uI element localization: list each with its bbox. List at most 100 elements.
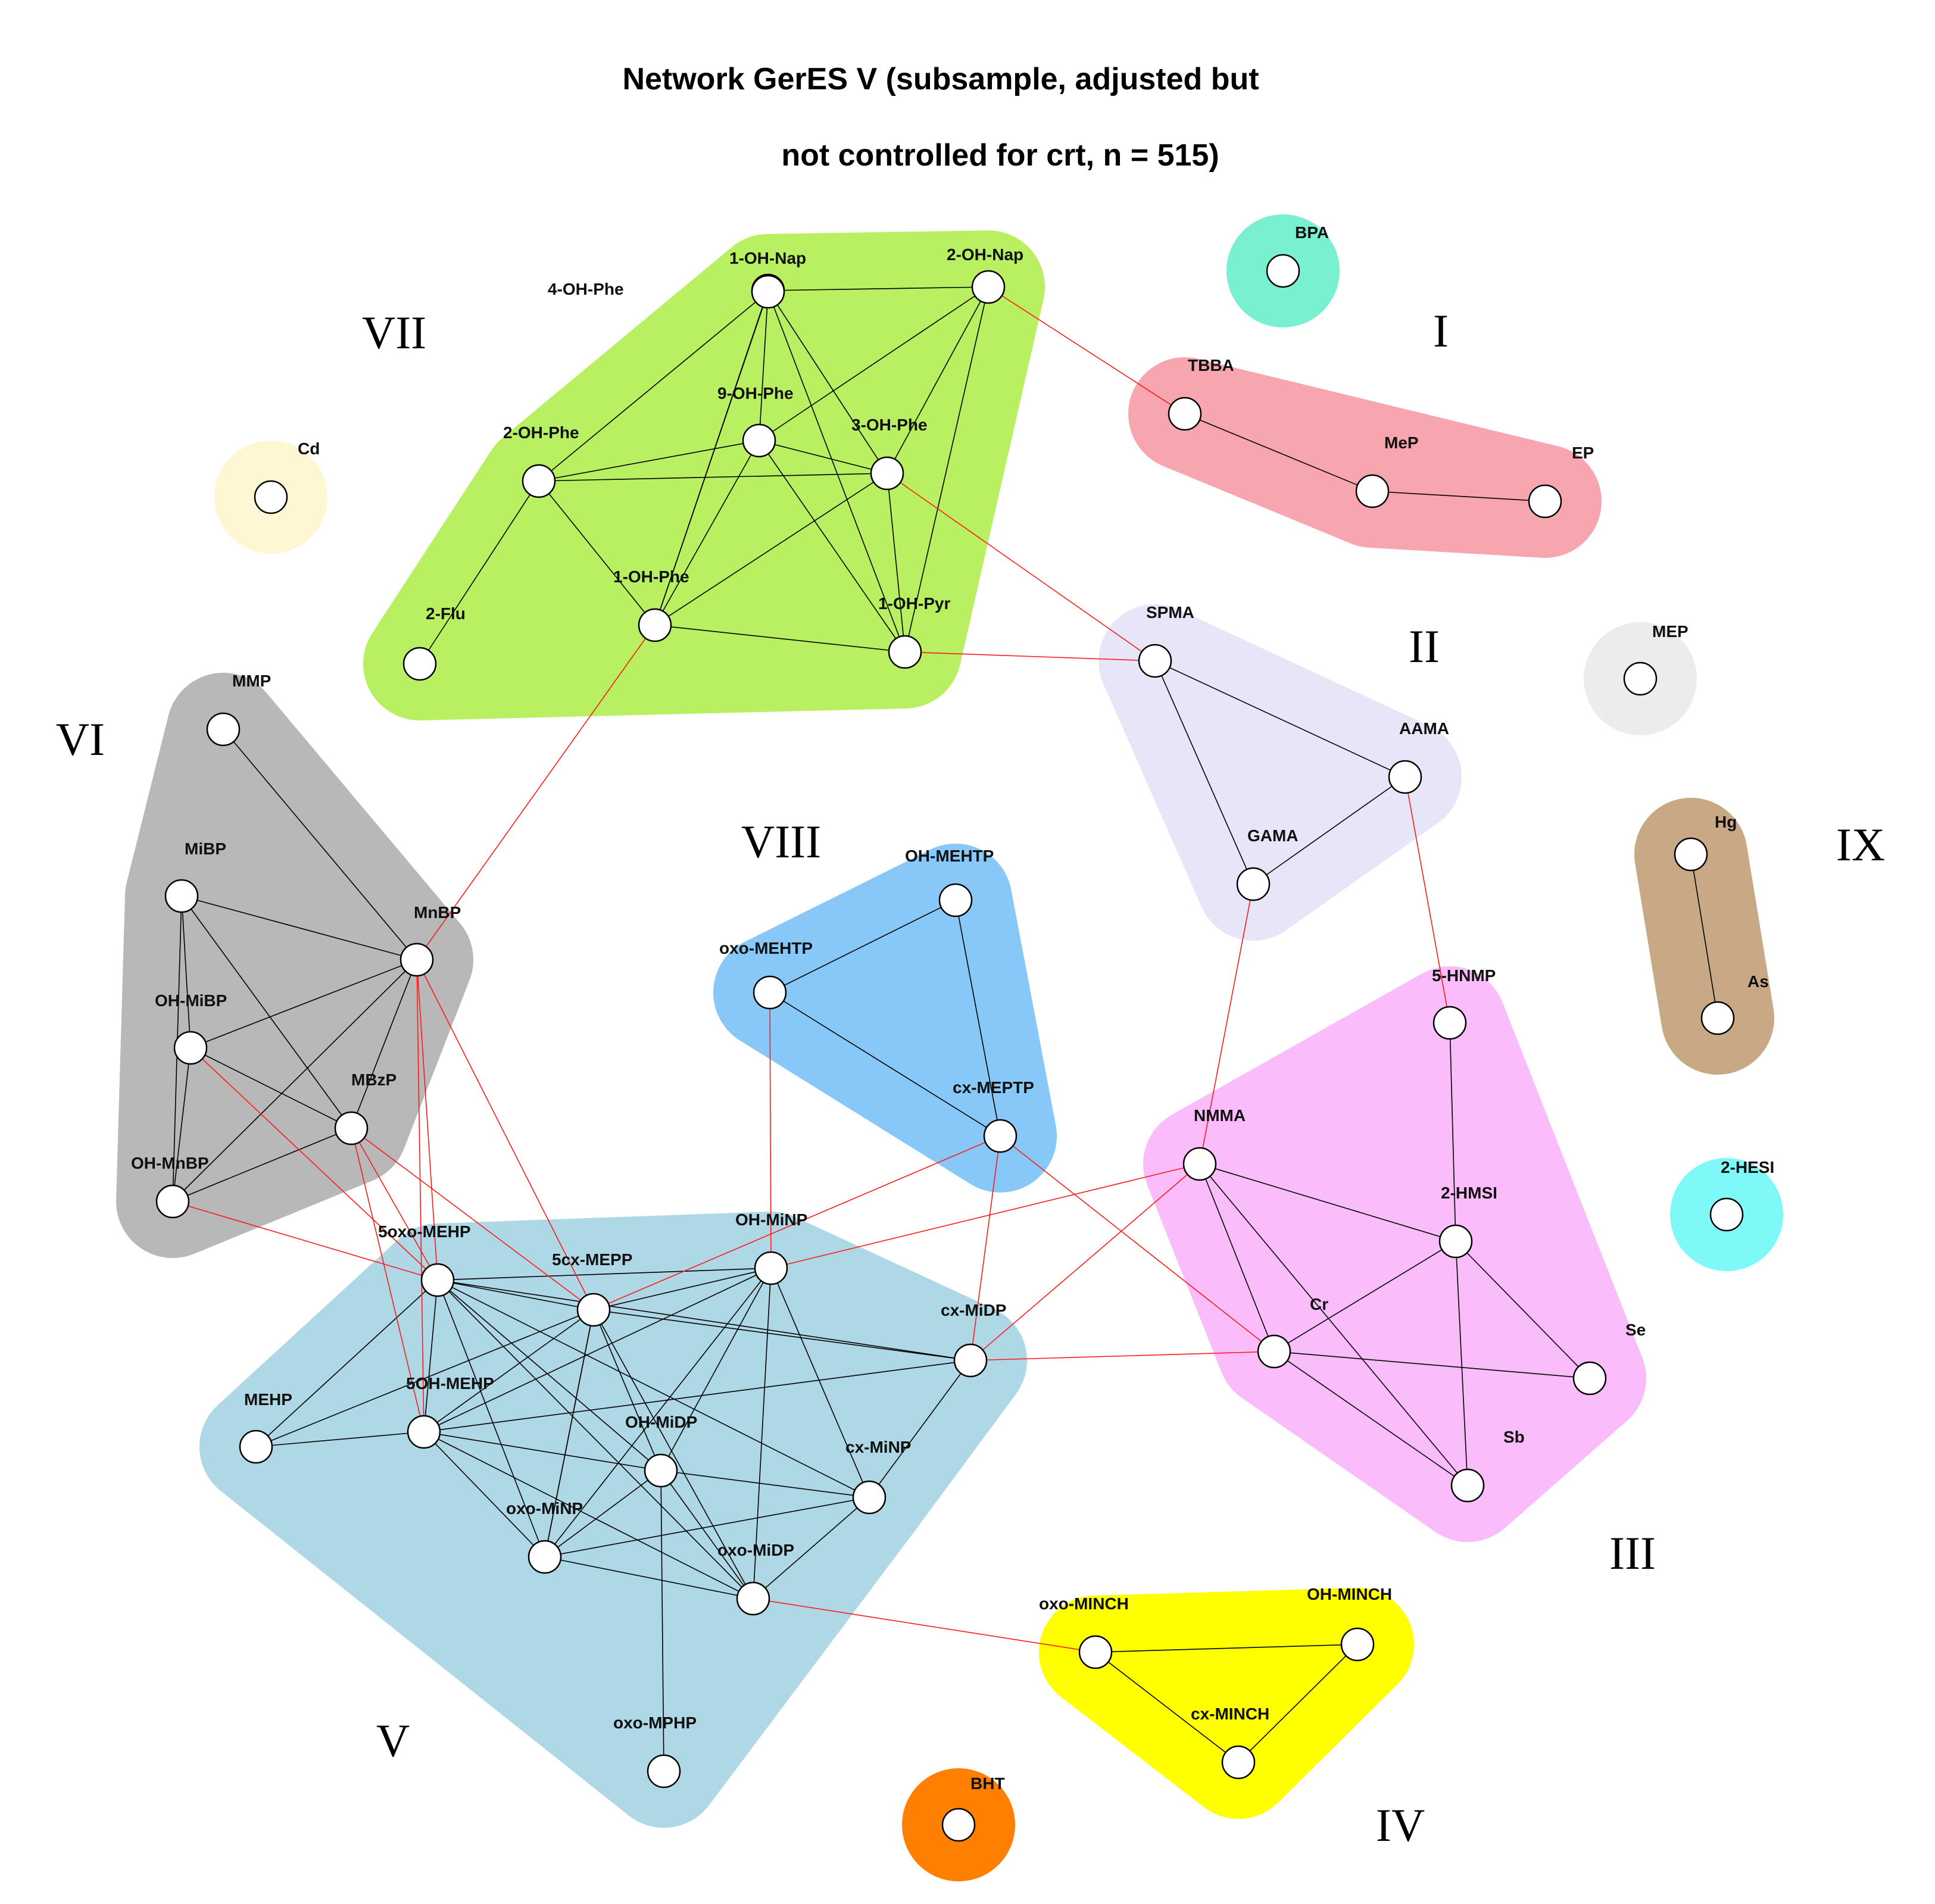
node-label-bpa: BPA [1295, 223, 1329, 242]
node-oxo-minp[interactable] [528, 1540, 562, 1574]
node-oxo-minch[interactable] [1078, 1635, 1113, 1669]
edge-nmma-2-hmsi [1199, 1163, 1456, 1242]
edge-2-hmsi-sb [1455, 1241, 1468, 1486]
node-mnbp[interactable] [400, 942, 434, 977]
node-aama[interactable] [1388, 760, 1422, 794]
node-oxo-mehtp[interactable] [753, 975, 787, 1010]
node-label-hg: Hg [1715, 813, 1737, 831]
node-label-1-oh-nap: 1-OH-Nap [729, 249, 806, 267]
node-bpa[interactable] [1266, 254, 1300, 288]
node-label-cx-minch: cx-MINCH [1191, 1705, 1269, 1723]
node-mep[interactable] [1355, 474, 1390, 508]
node-2-hmsi[interactable] [1438, 1224, 1473, 1259]
node-2-oh-phe[interactable] [522, 464, 556, 498]
node-mmp[interactable] [206, 712, 241, 747]
edge-5cx-mepp-oxo-midp [593, 1309, 754, 1599]
node-5cx-mepp[interactable] [576, 1293, 611, 1327]
node-cr[interactable] [1257, 1334, 1291, 1369]
node-se[interactable] [1572, 1361, 1607, 1396]
node-oh-mibp[interactable] [173, 1031, 208, 1065]
node-nmma[interactable] [1182, 1147, 1217, 1181]
node-5oh-mehp[interactable] [407, 1415, 441, 1449]
node-cx-midp[interactable] [953, 1343, 988, 1378]
node-oh-minch[interactable] [1340, 1627, 1375, 1662]
node-mep[interactable] [1623, 661, 1658, 696]
edge-mibp-oh-mibp [181, 895, 191, 1048]
edge-oh-minp-oh-midp [660, 1268, 772, 1471]
edge-5oxo-mehp-5cx-mepp [437, 1279, 594, 1310]
node-label-cd: Cd [298, 439, 320, 458]
node-label-sb: Sb [1503, 1428, 1525, 1446]
node-ep[interactable] [1528, 484, 1562, 519]
node-bht[interactable] [941, 1808, 976, 1842]
node-9-oh-phe[interactable] [742, 423, 776, 458]
node-oh-minp[interactable] [754, 1251, 788, 1285]
node-label-oxo-minch: oxo-MINCH [1039, 1594, 1129, 1613]
edge-nmma-oh-minp [770, 1163, 1200, 1269]
node-5oxo-mehp[interactable] [420, 1263, 455, 1297]
node-mibp[interactable] [164, 879, 199, 913]
edge-oxo-mehtp-cx-meptp [769, 992, 1001, 1137]
node-cx-meptp[interactable] [983, 1119, 1018, 1153]
node-mbzp[interactable] [334, 1111, 369, 1145]
edge-aama-gama [1253, 776, 1406, 885]
node-label-oxo-midp: oxo-MiDP [717, 1541, 794, 1559]
node-cd[interactable] [254, 480, 288, 514]
cluster-label-iv: IV [1376, 1799, 1425, 1851]
edge-5oxo-mehp-5oh-mehp [423, 1279, 438, 1432]
node-hg[interactable] [1674, 837, 1708, 872]
node-2-oh-nap[interactable] [971, 270, 1006, 304]
node-1-oh-pyr[interactable] [888, 635, 922, 669]
node-label-oxo-mphp: oxo-MPHP [613, 1713, 697, 1732]
node-label-cx-midp: cx-MiDP [941, 1301, 1006, 1319]
edge-tbba-mep [1184, 413, 1373, 492]
node-gama[interactable] [1236, 867, 1271, 901]
edge-5oxo-mehp-oh-midp [437, 1279, 661, 1471]
node-4-oh-phe[interactable] [751, 274, 785, 309]
edge-1-oh-nap-1-oh-phe [654, 290, 769, 626]
cluster-region-v [199, 1212, 1027, 1828]
node-tbba[interactable] [1168, 397, 1202, 431]
edge-cr-se [1274, 1351, 1590, 1379]
cluster-label-ix: IX [1836, 819, 1885, 870]
node-label-oxo-mehtp: oxo-MEHTP [719, 939, 813, 957]
node-oh-mehtp[interactable] [938, 883, 973, 917]
edge-mnbp-mbzp [351, 959, 417, 1129]
node-mehp[interactable] [239, 1429, 273, 1464]
edge-mbzp-5oh-mehp [351, 1128, 425, 1432]
node-sb[interactable] [1450, 1468, 1485, 1503]
edge-mep-ep [1372, 491, 1546, 502]
edge-oh-mnbp-5oxo-mehp [172, 1201, 438, 1281]
edge-mnbp-oh-mibp [190, 959, 417, 1048]
node-oxo-mphp[interactable] [647, 1754, 681, 1788]
edge-nmma-cr [1199, 1163, 1275, 1352]
edge-5-hnmp-2-hmsi [1449, 1022, 1456, 1242]
node-spma[interactable] [1138, 644, 1172, 678]
node-label-mehp: MEHP [244, 1390, 292, 1409]
node-1-oh-phe[interactable] [638, 608, 672, 642]
edge-oh-mibp-oh-mnbp [172, 1047, 191, 1202]
edge-mbzp-oh-mnbp [172, 1128, 352, 1202]
edge-oh-midp-oxo-midp [660, 1470, 754, 1599]
node-2-hesi[interactable] [1709, 1197, 1744, 1232]
node-oh-mnbp[interactable] [155, 1184, 190, 1219]
node-oxo-midp[interactable] [736, 1581, 770, 1616]
node-5-hnmp[interactable] [1432, 1006, 1467, 1040]
edge-oxo-minch-cx-minch [1095, 1652, 1239, 1763]
node-label-oh-minch: OH-MINCH [1307, 1585, 1392, 1603]
node-layer [155, 254, 1744, 1842]
cluster-region-iv [1039, 1588, 1414, 1819]
node-cx-minch[interactable] [1221, 1745, 1256, 1780]
cluster-label-viii: VIII [741, 816, 821, 867]
node-oh-midp[interactable] [644, 1453, 678, 1488]
node-2-flu[interactable] [402, 647, 437, 681]
node-cx-minp[interactable] [852, 1480, 887, 1515]
node-3-oh-phe[interactable] [870, 456, 904, 491]
node-label-5oxo-mehp: 5oxo-MEHP [378, 1222, 471, 1241]
node-label-se: Se [1625, 1321, 1646, 1339]
edge-oxo-minch-oh-minch [1095, 1644, 1358, 1653]
edge-2-oh-nap-3-oh-phe [887, 286, 989, 474]
node-as[interactable] [1700, 1001, 1735, 1035]
